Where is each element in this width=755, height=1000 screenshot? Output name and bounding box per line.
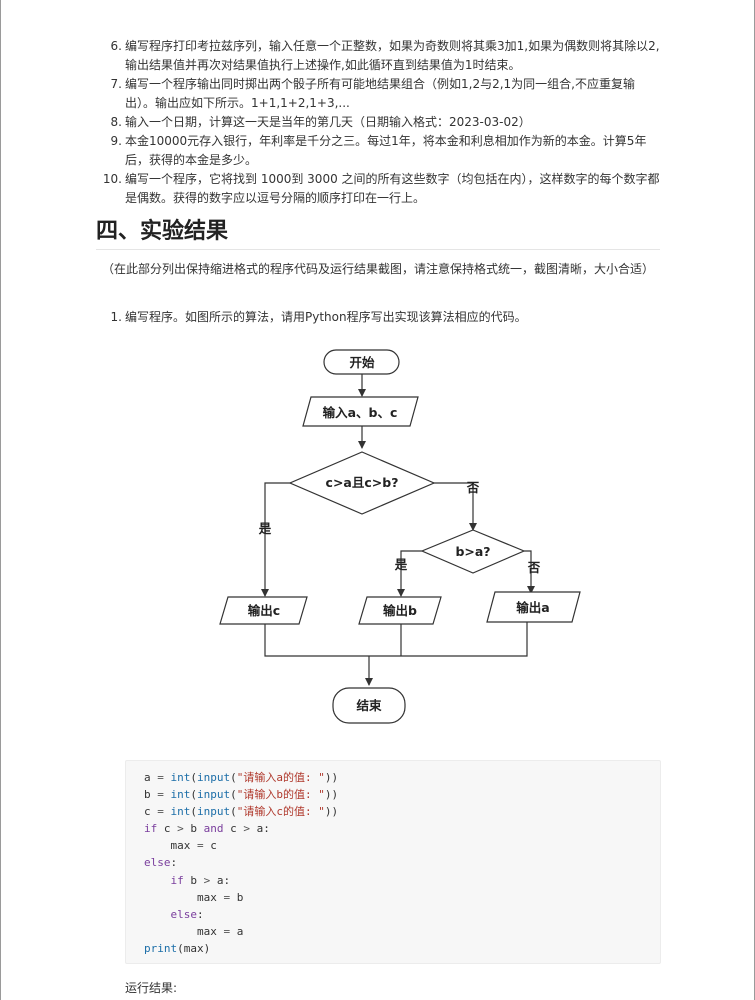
code-block: a = int(input("请输入a的值: ")) b = int(input… — [125, 760, 661, 964]
output-c-box — [219, 596, 308, 625]
list-item: 9.本金10000元存入银行，年利率是千分之三。每过1年，将本金和利息相加作为新… — [98, 132, 660, 170]
list-item: 6.编写程序打印考拉兹序列，输入任意一个正整数，如果为奇数则将其乘3加1,如果为… — [98, 37, 660, 75]
item-number: 9. — [110, 134, 122, 148]
page-border-left — [0, 0, 1, 1000]
item-text: 输入一个日期，计算这一天是当年的第几天（日期输入格式：2023-03-02） — [125, 115, 531, 129]
item-number: 10. — [102, 172, 122, 186]
item-text: 本金10000元存入银行，年利率是千分之三。每过1年，将本金和利息相加作为新的本… — [125, 134, 647, 167]
code-text: a = int(input("请输入a的值: ")) b = int(input… — [144, 771, 339, 955]
cond1-label: c>a且c>b? — [326, 475, 399, 490]
list-item: 8.输入一个日期，计算这一天是当年的第几天（日期输入格式：2023-03-02） — [98, 113, 660, 132]
list-item: 7.编写一个程序输出同时掷出两个骰子所有可能地结果组合（例如1,2与2,1为同一… — [98, 75, 660, 113]
list-item: 1.编写程序。如图所示的算法，请用Python程序写出实现该算法相应的代码。 — [98, 308, 660, 327]
item-number: 1. — [110, 310, 122, 324]
input-label: 输入a、b、c — [323, 405, 398, 420]
out-c-label: 输出c — [248, 603, 280, 618]
end-terminal — [332, 687, 406, 724]
list-item: 10.编写一个程序，它将找到 1000到 3000 之间的所有这些数字（均包括在… — [98, 170, 660, 208]
condition-diamond-1 — [288, 451, 436, 515]
run-result-label: 运行结果: — [125, 981, 178, 995]
connector — [432, 482, 477, 531]
item-text: 编写一个程序，它将找到 1000到 3000 之间的所有这些数字（均包括在内），… — [125, 172, 660, 205]
output-b-box — [358, 596, 442, 625]
condition-diamond-2 — [420, 529, 526, 574]
result-list: 1.编写程序。如图所示的算法，请用Python程序写出实现该算法相应的代码。 — [98, 308, 660, 327]
section-heading: 四、实验结果 — [96, 216, 660, 250]
cond2-label: b>a? — [455, 544, 490, 559]
yes-label-1: 是 — [258, 521, 272, 536]
start-label: 开始 — [349, 355, 375, 370]
no-label-1: 否 — [466, 480, 480, 495]
connector — [397, 550, 422, 597]
connector — [524, 550, 535, 594]
end-label: 结束 — [356, 698, 382, 713]
flowchart: 开始 输入a、b、c c>a且c>b? b>a? 输出c 输出b 输出a 结束 … — [219, 349, 581, 724]
connector — [264, 622, 528, 657]
connector — [261, 482, 292, 597]
output-a-box — [486, 591, 581, 623]
item-text: 编写一个程序输出同时掷出两个骰子所有可能地结果组合（例如1,2与2,1为同一组合… — [125, 77, 635, 110]
item-number: 6. — [110, 39, 122, 53]
item-text: 编写程序。如图所示的算法，请用Python程序写出实现该算法相应的代码。 — [125, 310, 527, 324]
section-note: （在此部分列出保持缩进格式的程序代码及运行结果截图，请注意保持格式统一，截图清晰… — [102, 262, 655, 276]
out-a-label: 输出a — [516, 600, 549, 615]
item-number: 7. — [110, 77, 122, 91]
item-number: 8. — [110, 115, 122, 129]
out-b-label: 输出b — [383, 603, 417, 618]
start-terminal — [323, 349, 400, 375]
item-text: 编写程序打印考拉兹序列，输入任意一个正整数，如果为奇数则将其乘3加1,如果为偶数… — [125, 39, 660, 72]
no-label-2: 否 — [527, 560, 541, 575]
input-parallelogram — [302, 396, 419, 427]
yes-label-2: 是 — [394, 557, 408, 572]
task-list: 6.编写程序打印考拉兹序列，输入任意一个正整数，如果为奇数则将其乘3加1,如果为… — [98, 37, 660, 208]
